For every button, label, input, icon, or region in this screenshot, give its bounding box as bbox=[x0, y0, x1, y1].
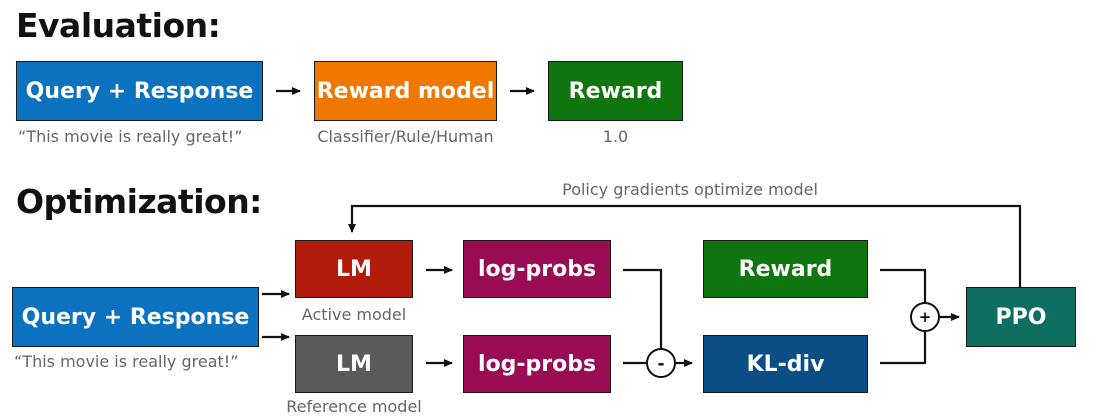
diagram-connectors: - + bbox=[262, 87, 1022, 378]
reference-logprobs-box: log-probs bbox=[463, 335, 611, 393]
optimization-heading: Optimization: bbox=[16, 182, 262, 221]
opt-query-response-box: Query + Response bbox=[12, 287, 259, 347]
kl-to-plus-wire bbox=[880, 332, 927, 365]
ppo-box: PPO bbox=[966, 287, 1076, 347]
active-logprobs-to-minus-wire bbox=[623, 268, 663, 350]
eval-reward-box: Reward bbox=[548, 61, 683, 121]
evaluation-heading: Evaluation: bbox=[16, 6, 221, 45]
minus-operator-symbol: - bbox=[657, 354, 664, 374]
active-model-caption: Active model bbox=[301, 305, 407, 324]
opt-reward-box: Reward bbox=[703, 240, 868, 298]
kl-div-box: KL-div bbox=[703, 335, 868, 393]
reward-model-box: Reward model bbox=[314, 61, 497, 121]
opt-query-caption: “This movie is really great!” bbox=[14, 352, 239, 371]
minus-operator-circle bbox=[646, 348, 676, 378]
reference-lm-box: LM bbox=[295, 335, 413, 393]
eval-query-caption: “This movie is really great!” bbox=[18, 127, 243, 146]
reward-model-caption: Classifier/Rule/Human bbox=[317, 127, 494, 146]
eval-query-response-box: Query + Response bbox=[16, 61, 263, 121]
active-logprobs-box: log-probs bbox=[463, 240, 611, 298]
eval-reward-caption: 1.0 bbox=[602, 127, 629, 146]
plus-operator-symbol: + bbox=[919, 308, 932, 326]
feedback-loop-label: Policy gradients optimize model bbox=[562, 180, 818, 199]
reward-to-plus-wire bbox=[880, 268, 927, 304]
feedback-loop-arrow bbox=[348, 204, 1022, 287]
plus-operator-circle bbox=[910, 302, 940, 332]
active-lm-box: LM bbox=[295, 240, 413, 298]
reference-model-caption: Reference model bbox=[286, 397, 422, 416]
